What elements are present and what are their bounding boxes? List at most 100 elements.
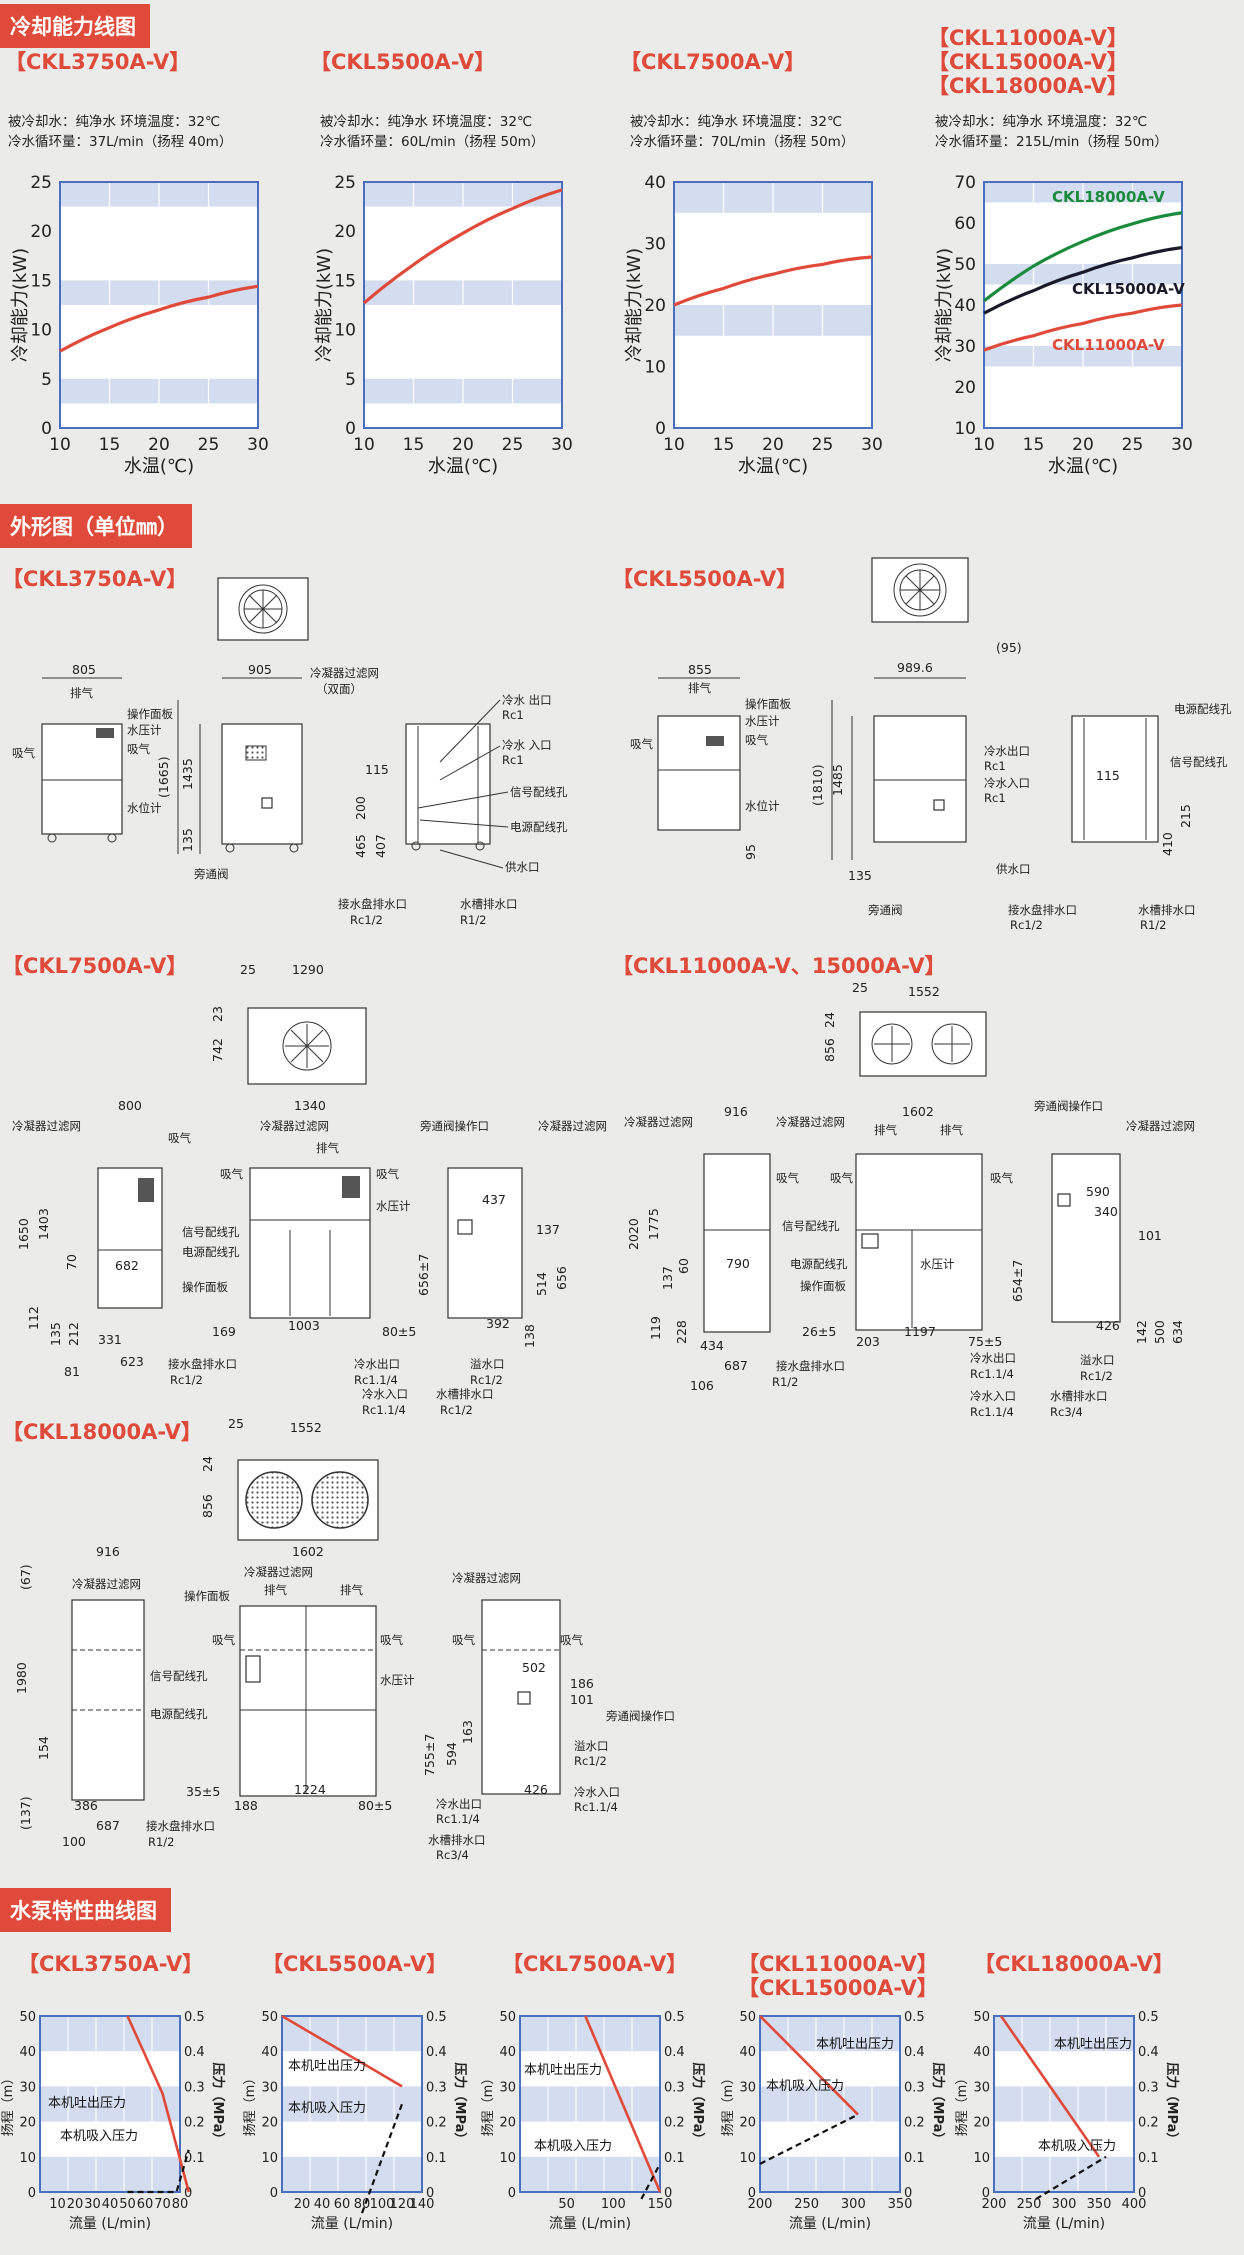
y-tick-label: 25 bbox=[334, 173, 356, 193]
y2-tick-label: 0.3 bbox=[1138, 2080, 1159, 2095]
suction-label: 本机吸入压力 bbox=[766, 2079, 844, 2094]
y-tick-label: 25 bbox=[30, 173, 52, 193]
fan-icon-4b bbox=[931, 1023, 973, 1065]
y-tick-label: 30 bbox=[261, 2080, 278, 2095]
label-overflow-2: 溢水口 bbox=[1080, 1353, 1115, 1367]
y-tick-label: 60 bbox=[954, 214, 976, 234]
label-bypass: 旁通阀 bbox=[194, 867, 229, 881]
dim-1810: (1810) bbox=[810, 764, 825, 806]
label-intake-12: 吸气 bbox=[380, 1633, 403, 1647]
dim-203: 203 bbox=[856, 1334, 880, 1349]
plot-frame bbox=[519, 2015, 661, 2193]
x-tick-label: 10 bbox=[49, 435, 71, 455]
x-tick-label: 10 bbox=[973, 435, 995, 455]
side-view-box-2 bbox=[873, 715, 967, 843]
dim-2020: 2020 bbox=[626, 1218, 641, 1250]
label-exhaust: 排气 bbox=[70, 686, 93, 700]
dim-200: 200 bbox=[353, 796, 368, 820]
label-cw-in-5: 冷水入口 bbox=[574, 1785, 620, 1799]
fan-grill-icon-b bbox=[311, 1471, 369, 1529]
y-tick-label: 10 bbox=[739, 2151, 756, 2166]
label-rc12-3: Rc1/2 bbox=[170, 1373, 203, 1387]
label-supply: 供水口 bbox=[505, 860, 540, 874]
dim-24-2: 24 bbox=[200, 1456, 215, 1472]
y-tick-label: 0 bbox=[748, 2186, 756, 2201]
x-tick-label: 20 bbox=[148, 435, 170, 455]
label-filter-10: 冷凝器过滤网 bbox=[452, 1571, 521, 1585]
x-tick-label: 120 bbox=[390, 2197, 415, 2212]
series-line bbox=[673, 255, 873, 307]
label-cw-in-2: 冷水入口 bbox=[984, 776, 1030, 790]
pump-model-4b: 【CKL15000A-V】 bbox=[738, 1976, 938, 2000]
label-panel: 操作面板 bbox=[127, 707, 173, 721]
y-tick-label: 0 bbox=[41, 419, 52, 439]
y2-tick-label: 0.2 bbox=[426, 2116, 447, 2131]
y-tick-label: 30 bbox=[499, 2080, 516, 2095]
label-rc114-f: Rc1.1/4 bbox=[436, 1812, 480, 1826]
x-tick-label: 300 bbox=[841, 2197, 866, 2212]
label-filter-5: 冷凝器过滤网 bbox=[624, 1115, 693, 1129]
y-axis-label: 扬程（m） bbox=[721, 2072, 736, 2137]
outline-model-1: 【CKL3750A-V】 bbox=[2, 567, 188, 591]
label-filter-9: 冷凝器过滤网 bbox=[244, 1565, 313, 1579]
dim-135-3: 135 bbox=[48, 1322, 63, 1346]
dim-95-paren: (95) bbox=[996, 640, 1022, 655]
y-tick-label: 50 bbox=[954, 255, 976, 275]
y2-tick-label: 0.3 bbox=[184, 2080, 205, 2095]
label-rc1-b: Rc1 bbox=[502, 753, 524, 767]
label-intake-3: 吸气 bbox=[630, 737, 653, 751]
dim-25: 25 bbox=[240, 962, 256, 977]
dim-855: 855 bbox=[688, 662, 712, 677]
dim-426-2: 426 bbox=[524, 1782, 548, 1797]
dim-135: 135 bbox=[180, 828, 195, 852]
outline-model-4: 【CKL11000A-V、15000A-V】 bbox=[612, 954, 946, 978]
x-tick-label: 140 bbox=[410, 2197, 435, 2212]
y-tick-label: 10 bbox=[973, 2151, 990, 2166]
dim-1224: 1224 bbox=[294, 1782, 326, 1797]
dim-1665: (1665) bbox=[156, 756, 171, 798]
dim-81: 81 bbox=[64, 1364, 80, 1379]
y2-tick-label: 0.1 bbox=[664, 2151, 685, 2166]
x-tick-label: 100 bbox=[370, 2197, 395, 2212]
dim-163: 163 bbox=[460, 1720, 475, 1744]
label-rc114-b: Rc1.1/4 bbox=[362, 1403, 406, 1417]
y-tick-label: 40 bbox=[973, 2045, 990, 2060]
x-tick-label: 25 bbox=[812, 435, 834, 455]
y-tick-label: 50 bbox=[261, 2010, 278, 2025]
dim-502: 502 bbox=[522, 1660, 546, 1675]
x-tick-label: 350 bbox=[888, 2197, 913, 2212]
y-tick-label: 10 bbox=[334, 321, 356, 341]
dim-331: 331 bbox=[98, 1332, 122, 1347]
label-rc34-2: Rc3/4 bbox=[436, 1848, 469, 1862]
dim-26-5: 26±5 bbox=[802, 1324, 836, 1339]
dim-755-7: 755±7 bbox=[422, 1734, 437, 1776]
section-header-cooling: 冷却能力线图 bbox=[0, 4, 150, 48]
label-supply-2: 供水口 bbox=[996, 862, 1031, 876]
y-axis-label: 扬程（m） bbox=[1, 2072, 16, 2137]
x-tick-label: 25 bbox=[198, 435, 220, 455]
dim-24: 24 bbox=[822, 1012, 837, 1028]
label-exhaust-3: 排气 bbox=[316, 1141, 339, 1155]
x-tick-label: 300 bbox=[1052, 2197, 1077, 2212]
dim-742: 742 bbox=[210, 1038, 225, 1062]
label-bypass-2: 旁通阀 bbox=[868, 903, 903, 917]
label-signal-3: 信号配线孔 bbox=[182, 1225, 240, 1239]
dim-112: 112 bbox=[26, 1306, 41, 1330]
discharge-curve bbox=[999, 2015, 1101, 2158]
label-power-3: 电源配线孔 bbox=[182, 1245, 240, 1259]
dim-95: 95 bbox=[743, 844, 758, 860]
label-signal-4: 信号配线孔 bbox=[782, 1219, 840, 1233]
y2-tick-label: 0.5 bbox=[664, 2010, 685, 2025]
rear-view-box-5 bbox=[481, 1599, 561, 1795]
y2-tick-label: 0.1 bbox=[184, 2151, 205, 2166]
label-drain-pan-2: 接水盘排水口 bbox=[1008, 903, 1077, 917]
y-tick-label: 50 bbox=[973, 2010, 990, 2025]
label-cw-out-3: 冷水出口 bbox=[354, 1357, 400, 1371]
dim-115-2: 115 bbox=[1096, 768, 1120, 783]
y-tick-label: 20 bbox=[19, 2116, 36, 2131]
label-intake-14: 吸气 bbox=[560, 1633, 583, 1647]
label-exhaust-6: 排气 bbox=[264, 1583, 287, 1597]
y-tick-label: 0 bbox=[345, 419, 356, 439]
y-axis-label: 扬程（m） bbox=[481, 2072, 496, 2137]
